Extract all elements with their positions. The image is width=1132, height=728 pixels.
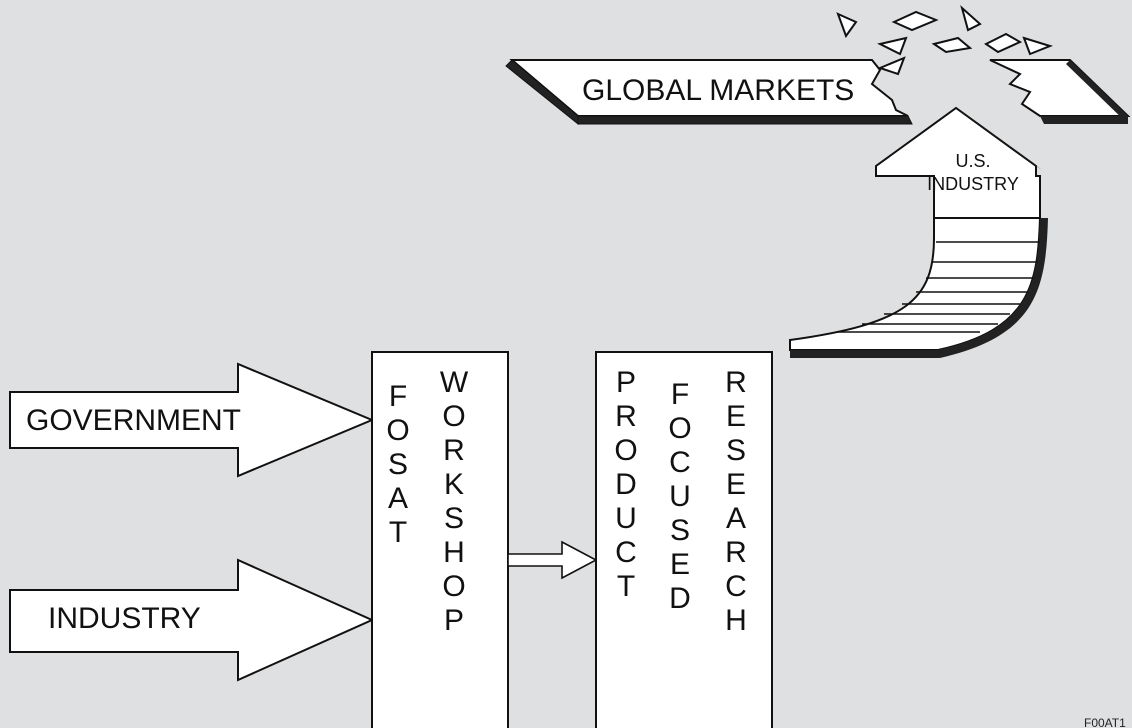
connector-arrow (507, 540, 598, 580)
research-letter: C (725, 570, 747, 603)
research-box (595, 351, 773, 728)
research-letter: E (725, 468, 746, 501)
product-letter: T (616, 570, 636, 603)
research-letter: H (725, 604, 747, 637)
us-industry-line2: INDUSTRY (927, 173, 1019, 194)
workshop-letter: S (443, 502, 464, 535)
workshop-letter: O (442, 570, 466, 603)
focused-letter: E (669, 548, 690, 581)
government-arrow (9, 362, 375, 478)
workshop-letter: K (443, 468, 464, 501)
research-letter: R (725, 366, 747, 399)
figure-id: F00AT1 (1084, 716, 1126, 728)
focused-letter: U (669, 480, 691, 513)
product-letter: D (615, 468, 637, 501)
fosat-letter: T (388, 516, 408, 549)
product-letter: C (615, 536, 637, 569)
industry-arrow (9, 558, 375, 682)
product-letter: O (614, 434, 638, 467)
fosat-letter: A (387, 482, 408, 515)
workshop-letter: W (439, 366, 469, 399)
focused-letter: D (669, 582, 691, 615)
focused-letter: S (669, 514, 690, 547)
workshop-box (371, 351, 509, 728)
research-letter: E (725, 400, 746, 433)
workshop-letter: R (443, 434, 465, 467)
focused-letter: F (670, 378, 690, 411)
workshop-letter: O (442, 400, 466, 433)
product-letter: R (615, 400, 637, 433)
fosat-letter: S (387, 448, 408, 481)
markets-slab-right (989, 59, 1131, 124)
focused-letter: O (668, 412, 692, 445)
focused-letter: C (669, 446, 691, 479)
global-markets-label: GLOBAL MARKETS (582, 74, 855, 107)
us-industry-label: U.S. INDUSTRY (908, 150, 1038, 195)
workshop-letter: P (443, 604, 464, 637)
industry-label: INDUSTRY (48, 602, 201, 635)
fosat-letter: F (388, 380, 408, 413)
market-fragments (836, 5, 1054, 76)
workshop-letter: H (443, 536, 465, 569)
research-letter: R (725, 536, 747, 569)
government-label: GOVERNMENT (26, 404, 242, 437)
product-letter: U (615, 502, 637, 535)
research-letter: A (725, 502, 746, 535)
fosat-letter: O (386, 414, 410, 447)
us-industry-line1: U.S. (955, 151, 991, 171)
research-letter: S (725, 434, 746, 467)
us-industry-arrow (789, 106, 1048, 358)
product-letter: P (615, 366, 636, 399)
markets-slab-left (505, 59, 913, 126)
